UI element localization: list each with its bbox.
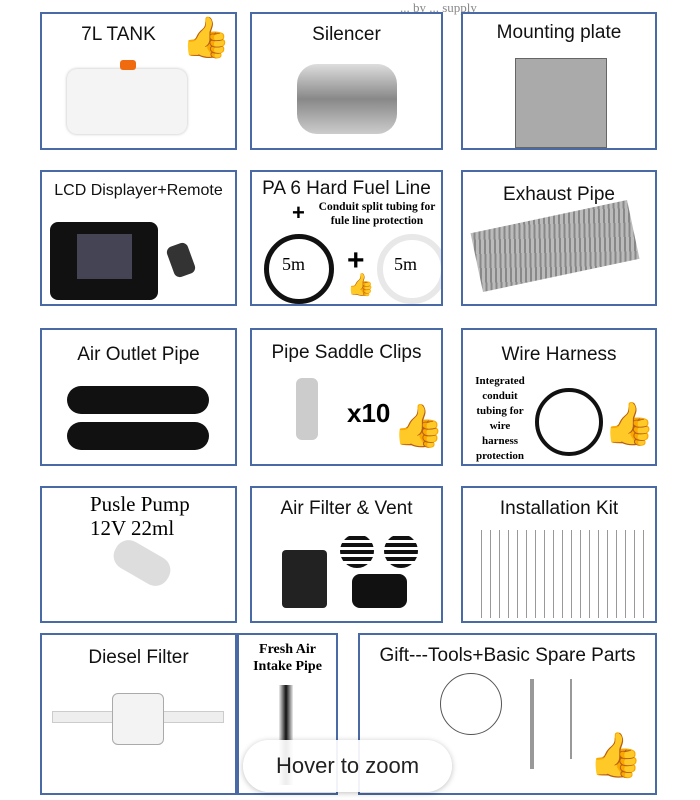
harness-image — [535, 388, 603, 456]
tank-cap — [120, 60, 136, 70]
remote-image — [165, 241, 197, 279]
cell-title: Mounting plate — [496, 22, 622, 43]
diesel-filter-image — [112, 693, 164, 745]
clip-image — [296, 378, 318, 440]
cell-air-outlet[interactable]: Air Outlet Pipe — [40, 328, 237, 466]
cell-note: Integrated conduit tubing for wire harne… — [475, 375, 525, 462]
cell-lcd[interactable]: LCD Displayer+Remote — [40, 170, 237, 306]
thumbs-up-icon: 👍 — [181, 16, 231, 60]
cell-note: Conduit split tubing for fule line prote… — [318, 201, 436, 227]
plus-sign: + — [292, 200, 305, 225]
cell-tank[interactable]: 7L TANK 👍 — [40, 12, 237, 150]
hover-to-zoom-button[interactable]: Hover to zoom — [243, 740, 452, 792]
cell-diesel-filter[interactable]: Diesel Filter — [40, 633, 237, 795]
cell-title: PA 6 Hard Fuel Line — [262, 178, 431, 199]
thumbs-up-icon: 👍 — [347, 272, 375, 297]
cell-title: Diesel Filter — [88, 647, 189, 668]
thumbs-up-icon: 👍 — [392, 402, 443, 449]
cell-air-filter[interactable]: Air Filter & Vent — [250, 486, 443, 623]
cell-title: Air Filter & Vent — [280, 498, 413, 519]
header-fragment: ... by ... supply — [400, 0, 477, 15]
cell-title: LCD Displayer+Remote — [54, 182, 223, 199]
quantity-label: x10 — [347, 398, 391, 428]
cell-exhaust-pipe[interactable]: Exhaust Pipe — [461, 170, 657, 306]
silencer-image — [297, 64, 397, 134]
cell-fuel-line[interactable]: PA 6 Hard Fuel Line + Conduit split tubi… — [250, 170, 443, 306]
cell-title: Pipe Saddle Clips — [271, 342, 422, 363]
thumbs-up-icon: 👍 — [603, 400, 656, 447]
tee-image — [282, 550, 327, 608]
subtitle-line: 12V 22ml — [90, 516, 175, 540]
title-line: Pusle Pump — [90, 492, 190, 516]
cell-installation-kit[interactable]: Installation Kit — [461, 486, 657, 623]
cell-title: Wire Harness — [501, 344, 617, 365]
pump-image — [108, 535, 176, 591]
plate-image — [515, 58, 607, 148]
conduit-coil — [377, 234, 441, 304]
vent-image — [340, 534, 374, 568]
plus-sign: + — [347, 244, 365, 277]
vent-image — [384, 534, 418, 568]
cell-silencer[interactable]: Silencer — [250, 12, 443, 150]
cell-mounting-plate[interactable]: Mounting plate — [461, 12, 657, 150]
gasket-image — [440, 673, 502, 735]
cell-title: 7L TANK — [81, 24, 156, 45]
exhaust-pipe-image — [470, 200, 640, 292]
cell-title: Installation Kit — [499, 498, 619, 519]
length-label: 5m — [394, 254, 418, 274]
fuel-line-coil — [264, 234, 334, 304]
tool-image — [570, 679, 572, 759]
cell-saddle-clips[interactable]: Pipe Saddle Clips x10 👍 — [250, 328, 443, 466]
cell-title: Fresh Air Intake Pipe — [253, 642, 322, 674]
tank-image — [67, 69, 187, 134]
cell-title: Gift---Tools+Basic Spare Parts — [379, 645, 636, 666]
cell-title: Silencer — [312, 24, 381, 45]
cell-wire-harness[interactable]: Wire Harness Integrated conduit tubing f… — [461, 328, 657, 466]
lcd-screen — [77, 234, 132, 279]
cell-title: Exhaust Pipe — [503, 184, 615, 205]
pipe-image — [67, 422, 209, 450]
cell-title: Air Outlet Pipe — [77, 344, 200, 365]
thumbs-up-icon: 👍 — [588, 731, 643, 780]
filter-image — [352, 574, 407, 608]
length-label: 5m — [282, 254, 306, 274]
kit-image — [473, 530, 649, 618]
pipe-image — [67, 386, 209, 414]
tool-image — [530, 679, 534, 769]
